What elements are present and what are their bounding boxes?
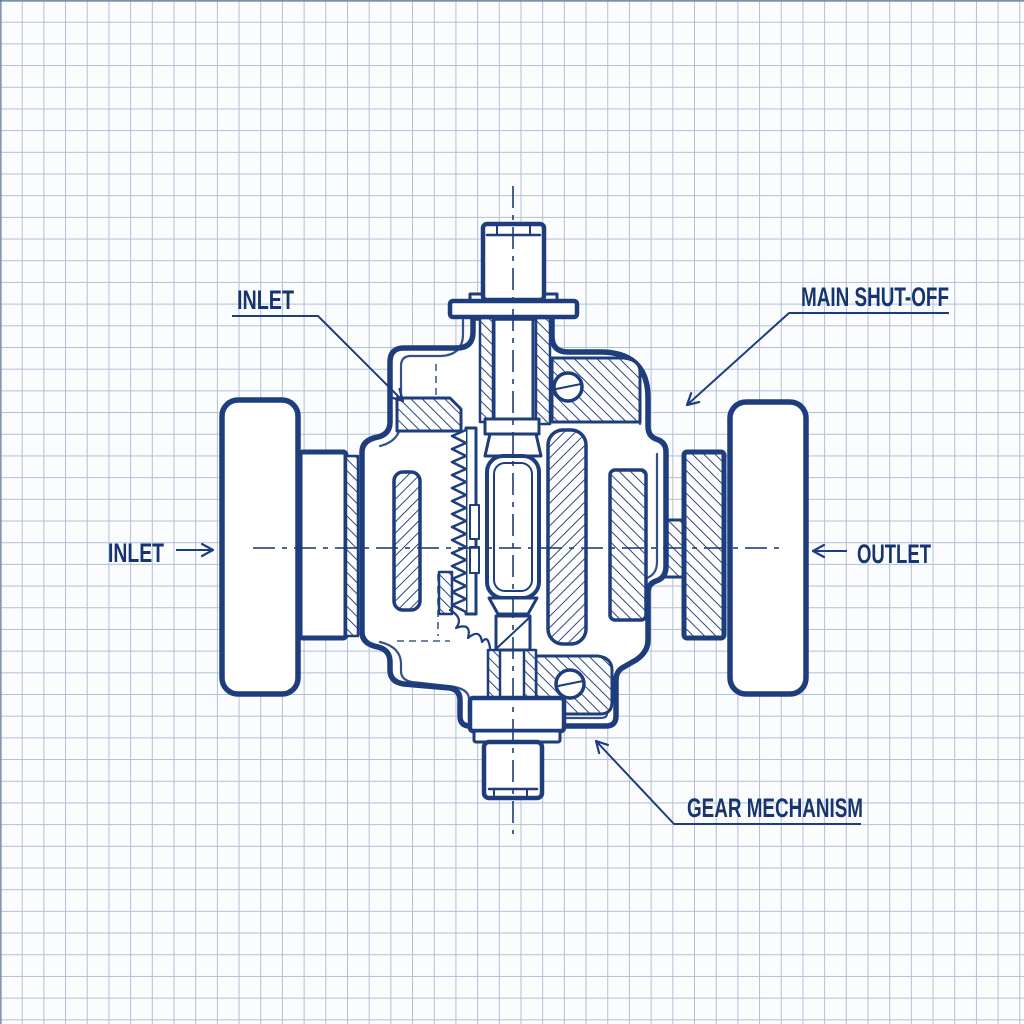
right-outer-sleeve [608, 468, 648, 622]
outlet-pipe-end [727, 399, 809, 697]
body-inner-contour-top-left [378, 318, 465, 448]
inlet-flange-hub [297, 449, 349, 641]
gear-rack-teeth [450, 428, 468, 614]
rack-key-lower [469, 546, 480, 574]
outlet-gasket-flange [681, 449, 727, 641]
label-inlet-top: INLET [237, 285, 294, 315]
annotations: INLET MAIN SHUT-OFF INLET OUTLET GEAR ME… [108, 282, 949, 825]
inlet-seat [395, 396, 463, 433]
bottom-bolt-slot [557, 680, 584, 687]
rack-key-upper [469, 504, 480, 540]
lower-stem-wall-right [522, 648, 538, 700]
left-packing-cylinder [392, 470, 422, 612]
right-packing-cylinder [546, 428, 588, 646]
gear-mechanism-leader-line [596, 741, 861, 825]
inlet-gasket [344, 454, 360, 638]
coupler-slash-mark [496, 617, 530, 649]
bonnet-wall-right [534, 316, 552, 426]
bottom-boss [467, 695, 567, 734]
label-inlet-side: INLET [108, 538, 164, 568]
body-inner-contour-right [645, 452, 659, 580]
outlet-pipe-flange [654, 399, 809, 697]
label-gear-mechanism: GEAR MECHANISM [687, 793, 863, 823]
label-outlet-side: OUTLET [857, 539, 931, 569]
valve-plug-assembly [483, 417, 543, 700]
bottom-stem-assembly [467, 695, 567, 801]
gear-rack [448, 426, 492, 650]
inlet-pipe-end [219, 397, 301, 697]
gear-teeth-broken-section [448, 608, 492, 650]
paper-top-edge-line [0, 0, 1024, 2]
top-bolt-slot [555, 383, 582, 390]
valve-body [359, 315, 669, 729]
lower-stem-wall-left [486, 648, 502, 700]
bonnet-wall-left [478, 316, 495, 424]
main-shut-off-leader-line [687, 312, 949, 405]
paper-left-edge-line [0, 0, 2, 1024]
label-main-shut-off: MAIN SHUT-OFF [801, 282, 949, 312]
stem-collar [483, 417, 541, 436]
inlet-pipe-flange [219, 397, 360, 697]
inlet-top-leader-line [232, 315, 403, 401]
lower-left-spacer [437, 570, 454, 616]
